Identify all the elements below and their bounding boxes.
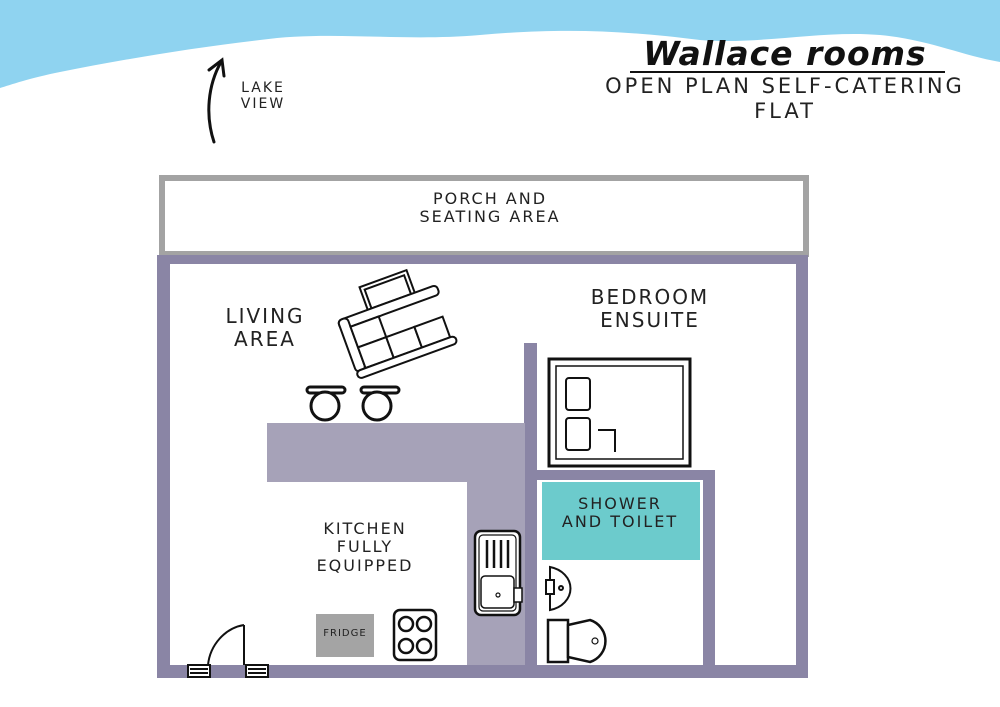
hob-icon bbox=[392, 608, 438, 662]
bed-icon bbox=[547, 357, 692, 468]
fridge bbox=[316, 614, 374, 657]
porch bbox=[159, 175, 809, 257]
arrow-up-icon bbox=[207, 57, 226, 144]
bedroom-label: BEDROOM ENSUITE bbox=[590, 285, 710, 332]
kitchen-sink-icon bbox=[473, 529, 523, 617]
page-subtitle: OPEN PLAN SELF-CATERING FLAT bbox=[605, 74, 965, 124]
porch-label: PORCH AND SEATING AREA bbox=[419, 189, 561, 227]
sofa-icon bbox=[337, 268, 458, 379]
shower-area bbox=[542, 482, 700, 560]
entrance-door-icon bbox=[187, 624, 269, 678]
living-area-label: LIVING AREA bbox=[225, 304, 305, 351]
title-underline bbox=[630, 71, 945, 73]
lake-water bbox=[0, 0, 1000, 88]
fridge-label: FRIDGE bbox=[323, 628, 367, 639]
basin-icon bbox=[545, 565, 572, 612]
page-title: Wallace rooms bbox=[643, 34, 927, 73]
lake-view-label: LAKE VIEW bbox=[240, 80, 286, 113]
toilet-icon bbox=[546, 618, 607, 664]
shower-toilet-label: SHOWER AND TOILET bbox=[561, 494, 679, 532]
walls bbox=[157, 255, 808, 678]
bar-stool-icon bbox=[305, 385, 401, 422]
kitchen-label: KITCHEN FULLY EQUIPPED bbox=[316, 519, 414, 575]
